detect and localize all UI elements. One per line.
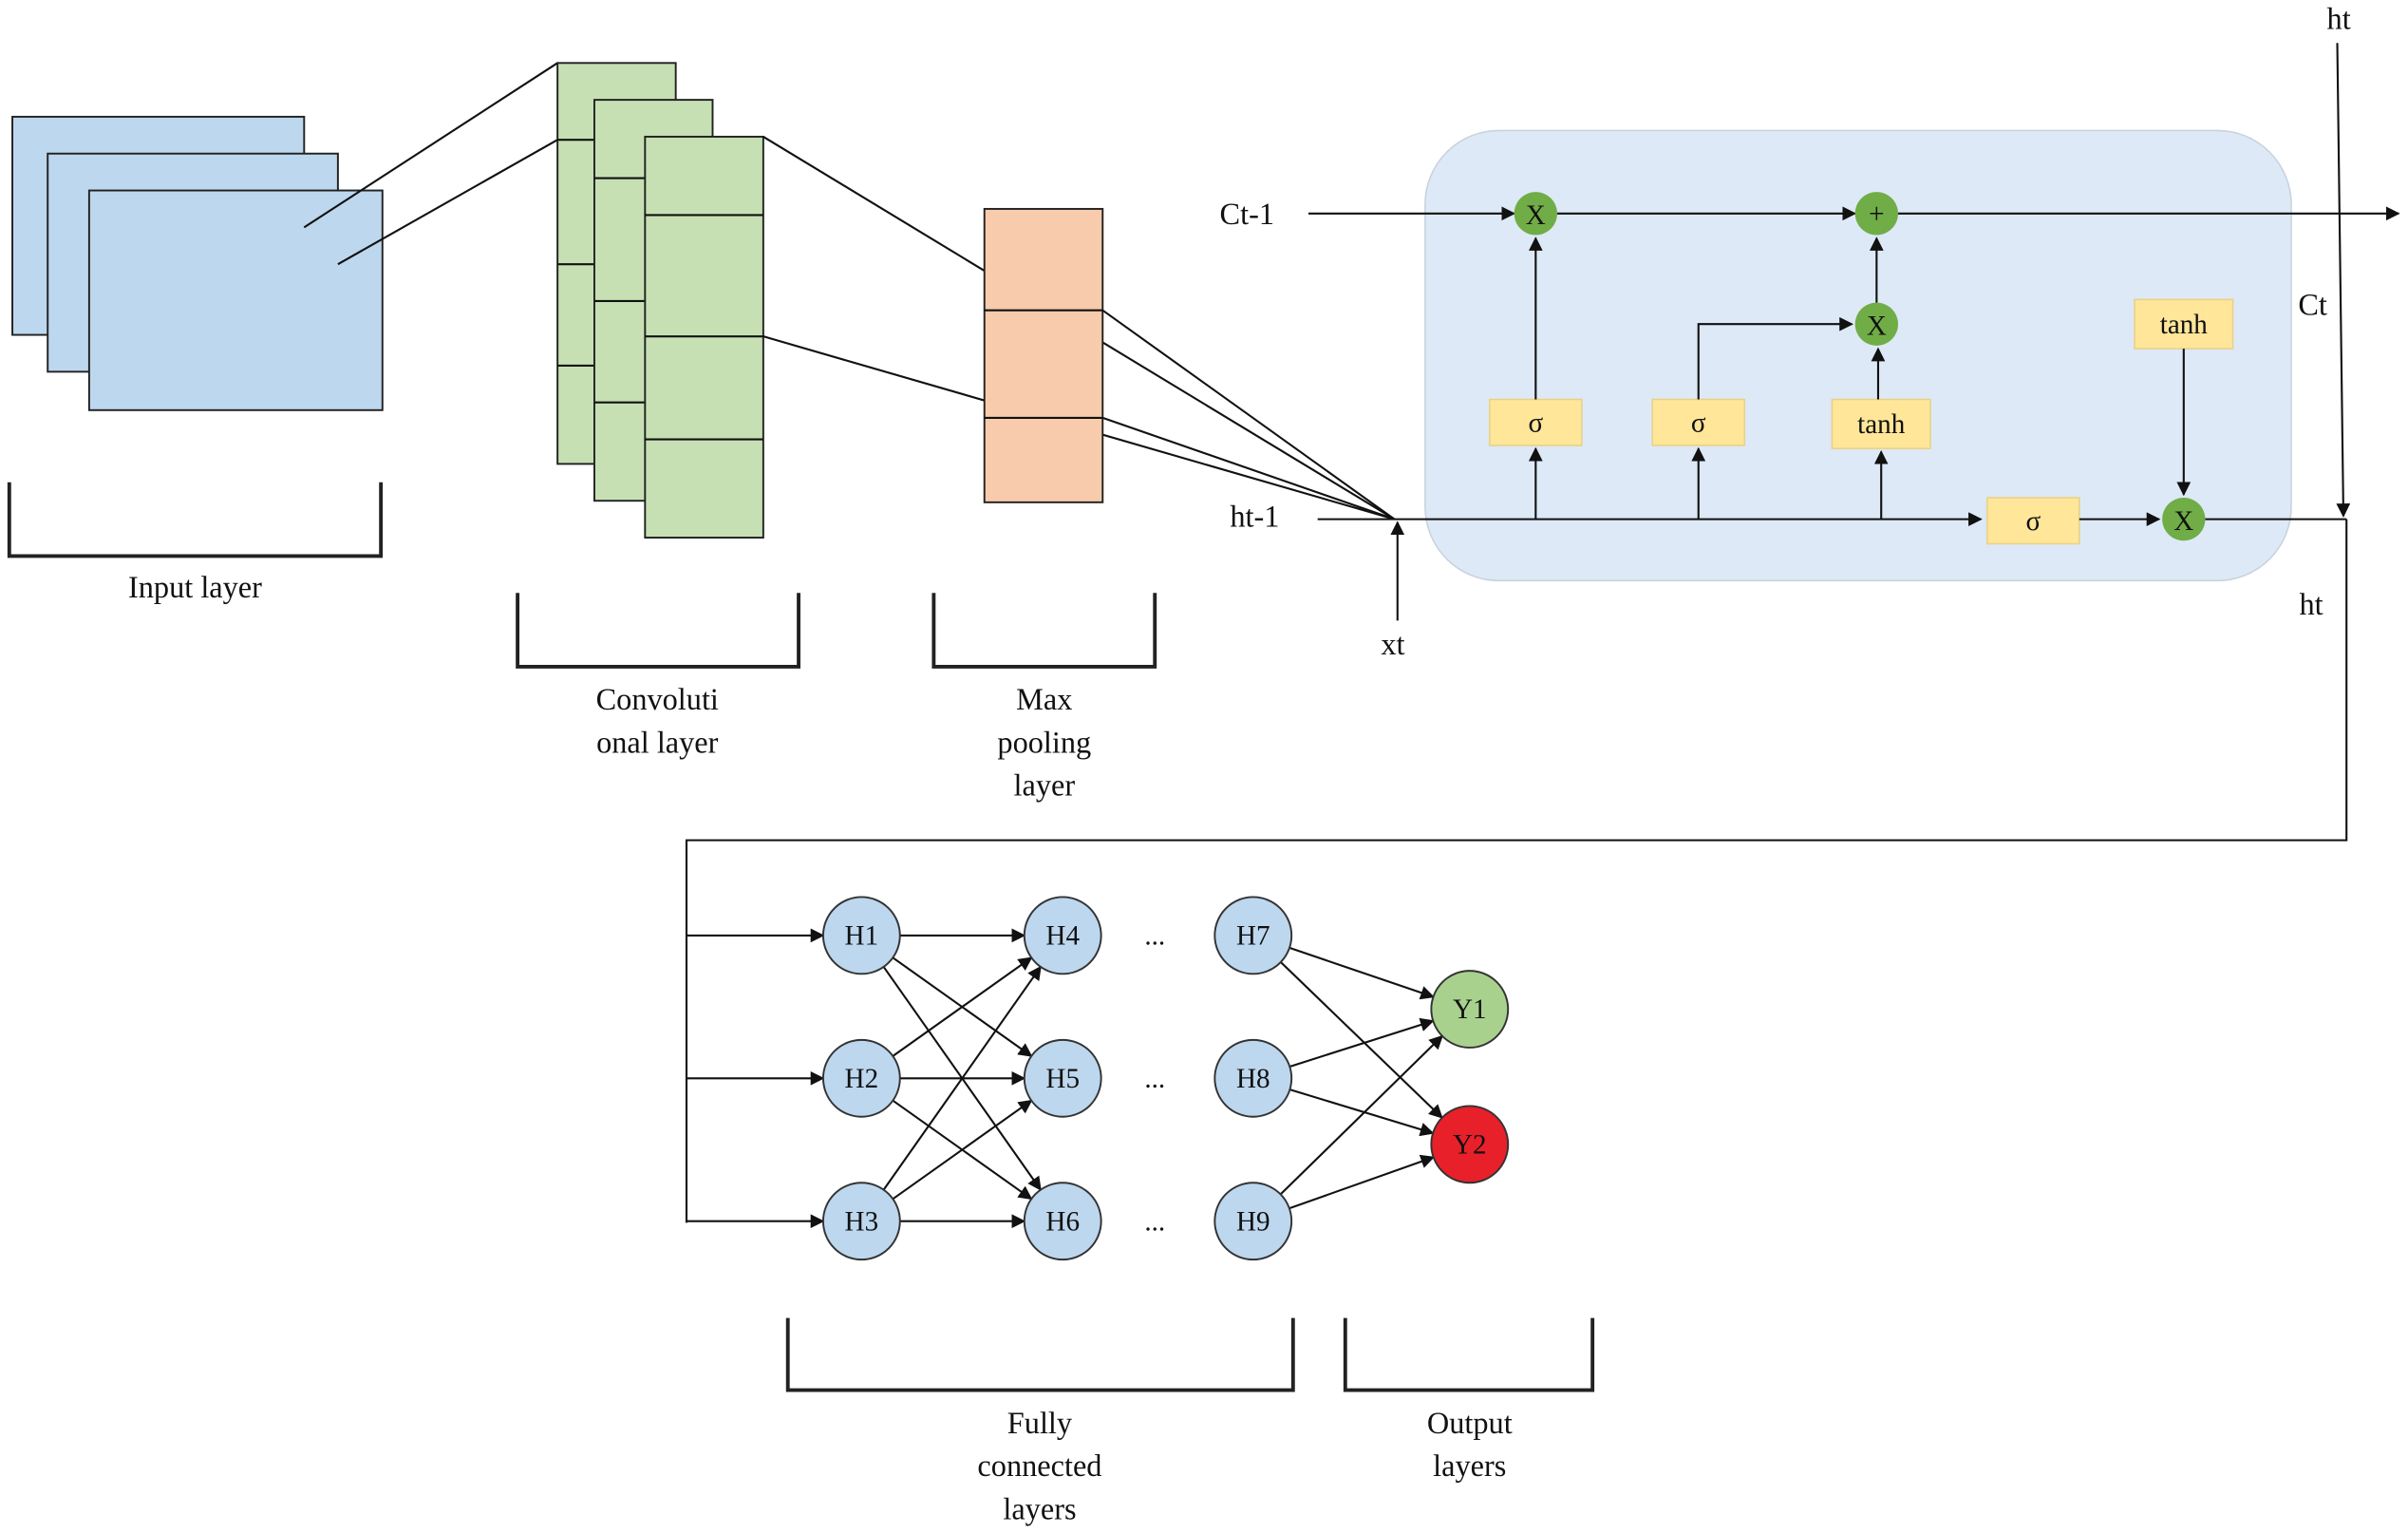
hidden-node-h8 xyxy=(1213,1038,1293,1118)
candidate-tanh-label: tanh xyxy=(1857,409,1906,440)
output-edge xyxy=(1279,1034,1443,1196)
lstm-to-fc-connector xyxy=(685,519,2348,1223)
fc-edge xyxy=(882,965,1042,1191)
convolutional-layer: Convoluti onal layer xyxy=(516,62,800,759)
fc-bracket xyxy=(785,1317,1295,1392)
output-node-y2 xyxy=(1430,1105,1510,1184)
hidden-node-label: H1 xyxy=(845,921,879,952)
c-prev-label: Ct-1 xyxy=(1220,197,1274,231)
output-edge xyxy=(1289,1154,1436,1210)
hidden-node-h9 xyxy=(1213,1182,1293,1261)
fc-label-3: layers xyxy=(1003,1491,1076,1525)
output-gate-label: σ xyxy=(2025,506,2041,537)
pool-label-3: layer xyxy=(1014,768,1076,803)
input-multiply-op xyxy=(1854,302,1898,346)
output-node-label: Y2 xyxy=(1453,1130,1487,1161)
hidden-node-h6 xyxy=(1023,1182,1102,1261)
output-edge xyxy=(1280,961,1443,1119)
output-edge xyxy=(1289,1017,1435,1069)
lstm-cell-box xyxy=(1424,129,2292,582)
output-multiply-op xyxy=(2162,497,2206,541)
pool-to-lstm-line-1 xyxy=(1101,309,1396,520)
hidden-node-label: H2 xyxy=(845,1064,879,1094)
input-gate-label: σ xyxy=(1691,407,1706,438)
conv-layer-label-2: onal layer xyxy=(596,725,719,759)
hidden-node-label: H9 xyxy=(1236,1206,1270,1237)
output-node-label: Y1 xyxy=(1453,994,1487,1025)
forget-gate-sigma xyxy=(1488,398,1583,446)
pool-label-2: pooling xyxy=(997,725,1091,759)
hidden-node-label: H7 xyxy=(1236,921,1270,952)
hidden-node-h5 xyxy=(1023,1038,1102,1118)
forget-gate-label: σ xyxy=(1528,407,1543,438)
cell-tanh-label: tanh xyxy=(2160,310,2209,340)
ht-out-label: ht xyxy=(2299,587,2323,621)
ct-label: Ct xyxy=(2298,288,2327,322)
input-map-front xyxy=(87,189,384,411)
cell-add-symbol: + xyxy=(1869,199,1884,229)
lstm-cell: Ct-1 X + ht-1 xt σ σ tanh X σ xyxy=(1220,2,2400,661)
receptive-line-1 xyxy=(303,62,558,229)
hidden-node-h1 xyxy=(821,896,901,975)
h-prev-label: ht-1 xyxy=(1230,500,1279,534)
output-multiply-symbol: X xyxy=(2173,506,2193,537)
pool-to-lstm-line-2 xyxy=(1101,416,1395,520)
ellipsis: ... xyxy=(1144,1206,1165,1237)
fc-label-2: connected xyxy=(977,1448,1101,1483)
hidden-node-h4 xyxy=(1023,896,1102,975)
forget-multiply-symbol: X xyxy=(1526,200,1546,231)
output-edge xyxy=(1289,946,1435,1000)
output-gate-sigma xyxy=(1985,497,2080,545)
ellipsis: ... xyxy=(1144,1064,1165,1094)
fc-edge xyxy=(892,956,1033,1057)
input-layer-label: Input layer xyxy=(128,570,262,604)
pool-bracket xyxy=(931,593,1157,669)
xt-label: xt xyxy=(1381,627,1404,661)
fc-label-1: Fully xyxy=(1007,1406,1073,1440)
ellipsis: ... xyxy=(1144,921,1165,952)
hidden-node-label: H5 xyxy=(1045,1064,1080,1094)
pool-label-1: Max xyxy=(1016,682,1072,716)
max-pooling-layer: Max pooling layer xyxy=(931,207,1157,803)
conv-layer-label-1: Convoluti xyxy=(596,682,719,716)
hidden-node-h2 xyxy=(821,1038,901,1118)
hidden-node-h3 xyxy=(821,1182,901,1261)
receptive-line-2 xyxy=(337,139,558,266)
fc-edge xyxy=(892,1099,1033,1201)
input-bracket xyxy=(7,482,384,558)
cell-tanh-gate xyxy=(2134,298,2234,350)
pool-map xyxy=(983,207,1104,503)
conv-bracket xyxy=(516,593,800,669)
output-label-2: layers xyxy=(1433,1448,1506,1483)
hidden-node-label: H4 xyxy=(1045,921,1080,952)
forget-multiply-op xyxy=(1514,192,1557,236)
hidden-node-label: H6 xyxy=(1045,1206,1080,1237)
ht-top-label: ht xyxy=(2327,2,2351,36)
output-edge xyxy=(1289,1088,1435,1137)
candidate-tanh-gate xyxy=(1831,398,1931,450)
output-bracket xyxy=(1343,1317,1595,1392)
output-label-1: Output xyxy=(1427,1406,1513,1440)
hidden-node-label: H3 xyxy=(845,1206,879,1237)
input-layer: Input layer xyxy=(7,115,384,604)
input-multiply-symbol: X xyxy=(1867,312,1887,342)
cell-add-op xyxy=(1854,192,1898,236)
ht-feedback-line xyxy=(2336,43,2351,518)
hidden-node-label: H8 xyxy=(1236,1064,1270,1094)
hidden-node-h7 xyxy=(1213,896,1293,975)
output-node-y1 xyxy=(1430,970,1510,1049)
